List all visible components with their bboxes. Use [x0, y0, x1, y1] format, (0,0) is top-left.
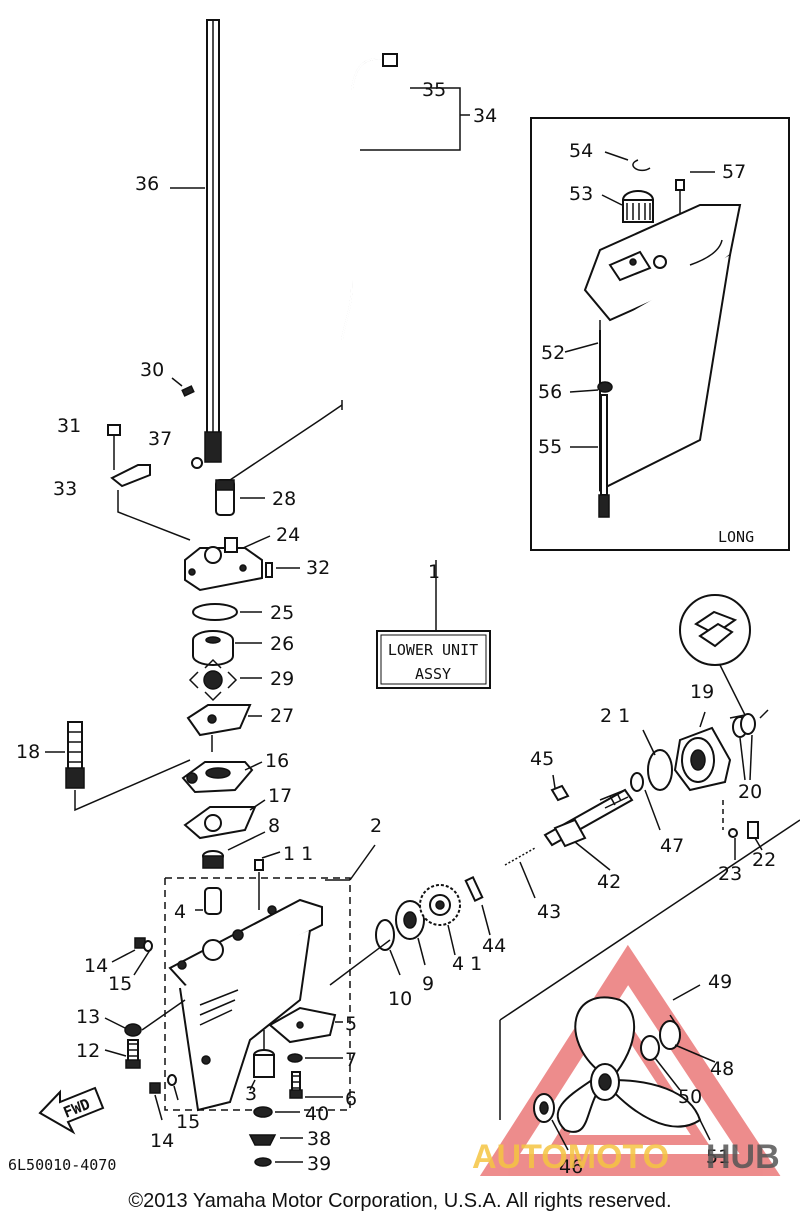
label-9: 9: [422, 973, 434, 995]
label-35: 35: [422, 79, 446, 101]
label-18: 18: [16, 741, 40, 763]
label-26: 26: [270, 633, 294, 655]
watermark-text-part2: HUB: [706, 1138, 780, 1176]
label-11: 1 1: [283, 843, 313, 865]
watermark-text-part1: AUTOMOTO: [472, 1138, 669, 1176]
label-7: 7: [345, 1049, 357, 1071]
label-10: 10: [388, 988, 412, 1010]
label-32: 32: [306, 557, 330, 579]
label-39: 39: [307, 1153, 331, 1175]
assy-line1: LOWER UNIT: [388, 641, 478, 659]
label-40: 40: [305, 1103, 329, 1125]
label-34: 34: [473, 105, 497, 127]
label-49: 49: [708, 971, 732, 993]
label-20: 20: [738, 781, 762, 803]
propeller-nut: [659, 1020, 681, 1050]
long-inset-box: [530, 117, 790, 551]
label-15-top: 15: [108, 973, 132, 995]
fwd-arrow: FWD: [38, 1086, 105, 1135]
label-27: 27: [270, 705, 294, 727]
outer-plate-cartridge: [186, 704, 252, 737]
propeller: [556, 996, 702, 1133]
lower-case-cap: [673, 726, 732, 792]
label-44: 44: [482, 935, 506, 957]
copyright-notice: ©2013 Yamaha Motor Corporation, U.S.A. A…: [128, 1190, 671, 1212]
label-24: 24: [276, 524, 300, 546]
label-28: 28: [272, 488, 296, 510]
forward-gear: [419, 884, 461, 926]
label-48: 48: [710, 1058, 734, 1080]
label-31: 31: [57, 415, 81, 437]
label-30: 30: [140, 359, 164, 381]
label-29: 29: [270, 668, 294, 690]
label-42: 42: [597, 871, 621, 893]
label-13: 13: [76, 1006, 100, 1028]
label-19: 19: [690, 681, 714, 703]
collar: [204, 887, 222, 915]
propeller-shaft: [543, 788, 634, 848]
bushing: [253, 1054, 275, 1078]
impeller: [188, 658, 238, 702]
label-14-top: 14: [84, 955, 108, 977]
label-1: 1: [428, 561, 440, 583]
water-inlet-tube: [65, 721, 85, 789]
pinion-gear: [248, 1134, 277, 1146]
label-46: 46: [559, 1156, 583, 1178]
label-45: 45: [530, 748, 554, 770]
water-pump-housing: [184, 547, 263, 592]
assy-line2: ASSY: [415, 665, 451, 683]
label-33: 33: [53, 478, 77, 500]
label-23: 23: [718, 863, 742, 885]
label-38: 38: [307, 1128, 331, 1150]
label-8: 8: [268, 815, 280, 837]
label-2: 2: [370, 815, 382, 837]
diagram-code: 6L50010-4070: [8, 1156, 116, 1174]
label-5: 5: [345, 1013, 357, 1035]
label-56: 56: [538, 381, 562, 403]
label-22: 22: [752, 849, 776, 871]
assy-box: [376, 630, 491, 689]
label-47: 47: [660, 835, 684, 857]
label-21: 2 1: [600, 705, 630, 727]
label-41: 4 1: [452, 953, 482, 975]
stud-bolt: [600, 394, 608, 496]
label-51: 51: [706, 1146, 730, 1168]
needle-bearing: [622, 190, 654, 223]
propeller-axis-line: [499, 819, 800, 1021]
label-15-bottom: 15: [176, 1111, 200, 1133]
label-16: 16: [265, 750, 289, 772]
label-55: 55: [538, 436, 562, 458]
label-14-bottom: 14: [150, 1130, 174, 1152]
part-labels: 1 2 3 4 5 6 7 8 9 10 1 1 12 13 14 15 14 …: [16, 79, 776, 1178]
label-17: 17: [268, 785, 292, 807]
shift-lever: [110, 464, 151, 488]
inset-long-label: LONG: [718, 528, 754, 546]
label-3: 3: [245, 1083, 257, 1105]
label-54: 54: [569, 140, 593, 162]
label-36: 36: [135, 173, 159, 195]
extension-housing: [583, 204, 742, 492]
label-37: 37: [148, 428, 172, 450]
label-43: 43: [537, 901, 561, 923]
label-57: 57: [722, 161, 746, 183]
label-4: 4: [174, 901, 186, 923]
label-50: 50: [678, 1086, 702, 1108]
label-25: 25: [270, 602, 294, 624]
label-12: 12: [76, 1040, 100, 1062]
label-53: 53: [569, 183, 593, 205]
label-52: 52: [541, 342, 565, 364]
label-6: 6: [345, 1088, 357, 1110]
